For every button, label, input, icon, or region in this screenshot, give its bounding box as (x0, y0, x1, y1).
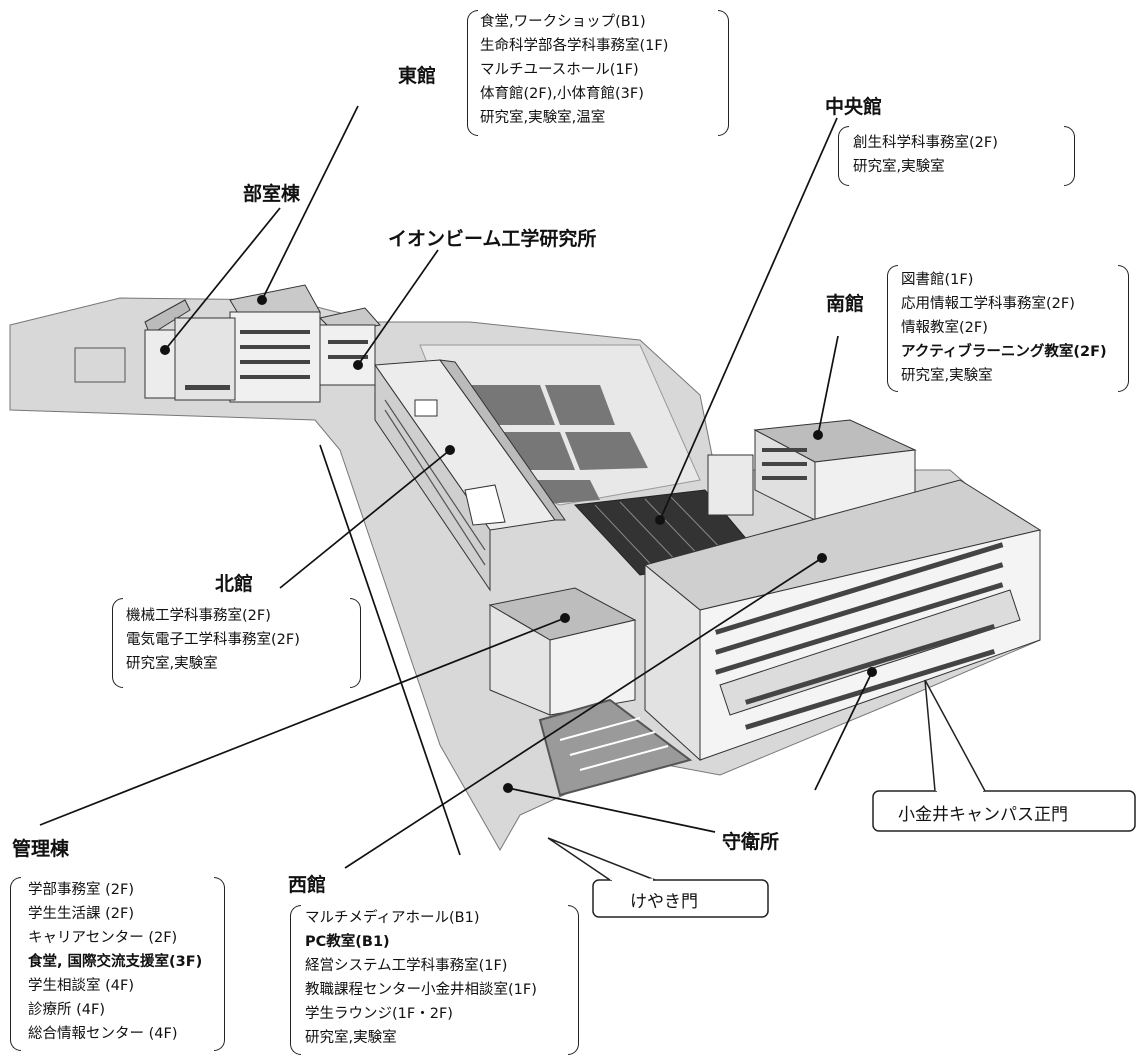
admin-building-room-list: 学部事務室 (2F) 学生生活課 (2F) キャリアセンター (2F) 食堂, … (28, 878, 202, 1046)
room-item: 経営システム工学科事務室(1F) (305, 958, 508, 974)
bracket-right (1118, 265, 1129, 392)
room-item: 研究室,実験室 (901, 368, 993, 384)
room-item: 体育館(2F),小体育館(3F) (480, 86, 644, 102)
room-item: アクティブラーニング教室(2F) (901, 344, 1107, 360)
west-building-name: 西館 (288, 874, 327, 896)
south-building-room-list: 図書館(1F) 応用情報工学科事務室(2F) 情報教室(2F) アクティブラーニ… (901, 268, 1107, 388)
lawn (565, 432, 648, 470)
bracket-right (568, 905, 579, 1055)
room-item: PC教室(B1) (305, 934, 390, 950)
bracket-right (1064, 126, 1075, 186)
main-gate-callout (872, 679, 1136, 832)
room-item: 学生ラウンジ(1F・2F) (305, 1006, 453, 1022)
bracket-left (10, 877, 21, 1051)
west-building (643, 479, 1042, 762)
room-item: 学部事務室 (2F) (28, 882, 134, 898)
building-markers (160, 295, 877, 793)
lawn (545, 385, 615, 425)
room-item: 機械工学科事務室(2F) (126, 608, 271, 624)
bracket-left (112, 598, 123, 688)
central-building-room-list: 創生科学科事務室(2F) 研究室,実験室 (853, 131, 998, 179)
room-item: 総合情報センター (4F) (28, 1026, 178, 1042)
room-item: 生命科学部各学科事務室(1F) (480, 38, 669, 54)
bracket-left (467, 10, 478, 136)
bracket-right (718, 10, 729, 136)
room-item: 食堂, 国際交流支援室(3F) (28, 954, 203, 970)
court (74, 347, 126, 383)
room-item: 応用情報工学科事務室(2F) (901, 296, 1075, 312)
room-item: 図書館(1F) (901, 272, 974, 288)
room-item: 電気電子工学科事務室(2F) (126, 632, 300, 648)
north-building-name: 北館 (215, 573, 254, 595)
main-gate-label: 小金井キャンパス正門 (898, 805, 1068, 825)
central-building-name: 中央館 (825, 96, 883, 118)
south-building (707, 419, 917, 521)
room-item: 診療所 (4F) (28, 1002, 105, 1018)
room-item: 学生生活課 (2F) (28, 906, 134, 922)
bracket-right (214, 877, 225, 1051)
club-building-name: 部室棟 (243, 183, 301, 205)
north-building-room-list: 機械工学科事務室(2F) 電気電子工学科事務室(2F) 研究室,実験室 (126, 604, 300, 676)
keyaki-gate-callout (547, 837, 769, 918)
guard-house-name: 守衛所 (722, 831, 780, 853)
room-item: 創生科学科事務室(2F) (853, 135, 998, 151)
room-item: マルチユースホール(1F) (480, 62, 639, 78)
room-item: キャリアセンター (2F) (28, 930, 178, 946)
keyaki-gate-label: けやき門 (630, 892, 698, 912)
east-building-name: 東館 (398, 65, 437, 87)
bracket-left (290, 905, 301, 1055)
room-item: 研究室,実験室 (305, 1030, 397, 1046)
south-building-name: 南館 (826, 293, 865, 315)
room-item: マルチメディアホール(B1) (305, 910, 480, 926)
parking-lot (538, 698, 693, 797)
admin-building-name: 管理棟 (12, 838, 70, 860)
room-item: 食堂,ワークショップ(B1) (480, 14, 646, 30)
room-item: 学生相談室 (4F) (28, 978, 134, 994)
room-item: 研究室,実験室 (853, 159, 945, 175)
leader-lines (39, 105, 873, 869)
bracket-left (838, 126, 849, 186)
room-item: 研究室,実験室,温室 (480, 110, 606, 126)
north-building (374, 359, 566, 592)
west-building-room-list: マルチメディアホール(B1) PC教室(B1) 経営システム工学科事務室(1F)… (305, 906, 537, 1050)
ion-beam-institute-name: イオンビーム工学研究所 (388, 228, 597, 250)
room-item: 情報教室(2F) (901, 320, 988, 336)
bracket-left (887, 265, 898, 392)
bracket-right (350, 598, 361, 688)
east-building (174, 284, 321, 403)
room-item: 研究室,実験室 (126, 656, 218, 672)
east-building-room-list: 食堂,ワークショップ(B1) 生命科学部各学科事務室(1F) マルチユースホール… (480, 10, 668, 130)
room-item: 教職課程センター小金井相談室(1F) (305, 982, 537, 998)
admin-building (488, 587, 637, 716)
